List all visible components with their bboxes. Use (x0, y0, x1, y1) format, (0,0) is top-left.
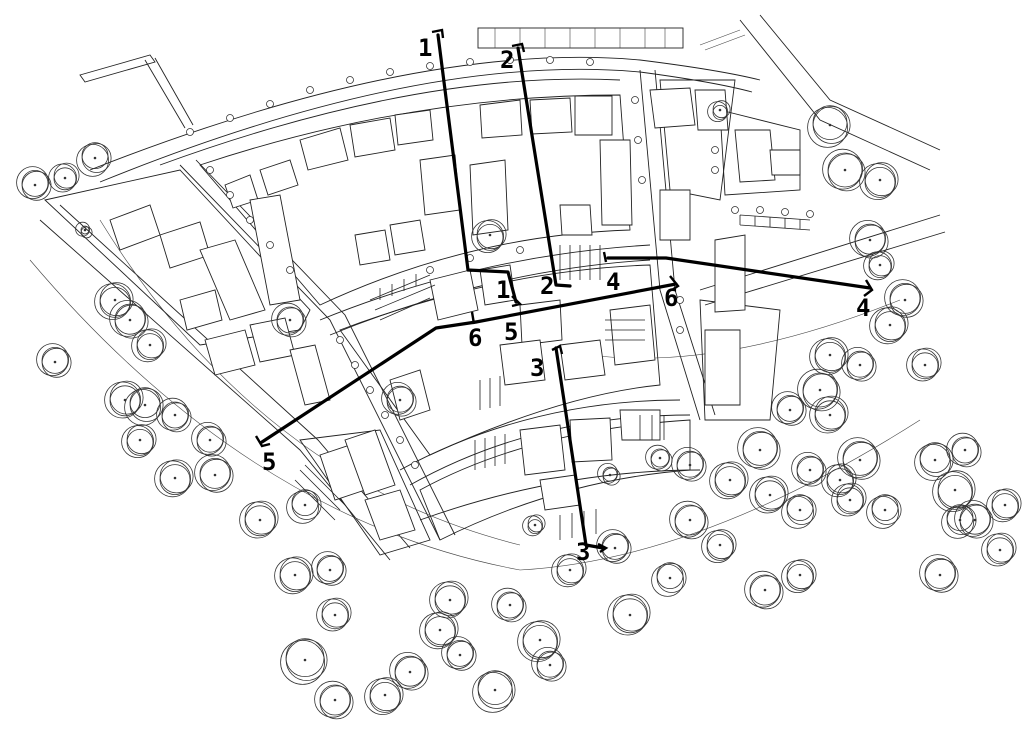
tree-icon (191, 421, 227, 457)
tree-icon (314, 680, 354, 720)
tree-icon (121, 424, 157, 459)
tree-icon (156, 397, 192, 433)
section-marker-3b: 3 (576, 538, 590, 566)
tree-icon (831, 482, 867, 517)
tree-icon (737, 427, 781, 470)
tree-icon (429, 580, 469, 619)
tree-icon (381, 381, 417, 417)
block-outlines (44, 79, 801, 556)
section-line-2 (516, 46, 572, 288)
tree-icon (744, 570, 784, 610)
tree-icon (841, 346, 877, 382)
street-bollards (186, 56, 814, 469)
section-marker-5a: 5 (262, 448, 276, 476)
tree-canopies (16, 100, 1022, 720)
tree-icon (531, 647, 567, 682)
tree-icon (517, 620, 561, 662)
tree-icon (16, 166, 52, 201)
buildings (109, 27, 801, 541)
tree-icon (791, 451, 827, 487)
tree-icon (274, 556, 314, 595)
tree-icon (441, 636, 477, 671)
tree-icon (471, 219, 507, 254)
section-marker-6a: 6 (468, 324, 482, 352)
section-marker-5b: 5 (504, 318, 518, 346)
section-marker-1a: 1 (418, 34, 432, 62)
tree-icon (154, 459, 194, 498)
tree-icon (914, 442, 954, 481)
section-line-5 (260, 320, 478, 444)
tree-icon (946, 432, 982, 468)
section-marker-3a: 3 (530, 354, 544, 382)
tree-icon (701, 529, 737, 563)
tree-icon (522, 514, 546, 537)
tree-icon (76, 142, 112, 177)
tree-icon (869, 306, 909, 345)
tree-icon (781, 494, 817, 529)
tree-icon (645, 444, 673, 472)
tree-icon (36, 343, 72, 378)
tree-icon (859, 162, 899, 201)
section-line-4 (606, 256, 872, 290)
tree-icon (906, 347, 942, 382)
tree-icon (919, 554, 959, 593)
tree-icon (239, 500, 279, 539)
tree-icon (822, 148, 866, 192)
tree-icon (651, 562, 687, 597)
tree-icon (884, 279, 924, 318)
tree-icon (797, 368, 841, 412)
section-line-1 (436, 33, 518, 304)
tree-icon (809, 395, 849, 434)
section-line-6 (474, 282, 678, 324)
tree-icon (94, 282, 134, 321)
tree-icon (671, 446, 707, 482)
section-line-3 (554, 346, 605, 550)
tree-icon (271, 302, 307, 338)
tree-icon (131, 328, 167, 363)
section-marker-2b: 2 (540, 272, 554, 300)
tree-icon (771, 391, 807, 426)
tree-icon (48, 162, 80, 193)
section-marker-4a: 4 (606, 268, 620, 296)
tree-icon (781, 559, 817, 593)
tree-icon (607, 593, 651, 636)
tree-icon (863, 250, 895, 281)
tree-icon (707, 100, 731, 122)
section-marker-2a: 2 (500, 46, 514, 74)
tree-icon (809, 337, 849, 376)
section-marker-6b: 6 (664, 284, 678, 312)
tree-icon (280, 638, 328, 685)
tree-icon (316, 597, 352, 632)
tree-icon (941, 504, 977, 539)
tree-icon (389, 652, 429, 691)
tree-icon (837, 437, 881, 480)
tree-icon (364, 677, 404, 715)
section-lines (254, 28, 874, 553)
section-labels: 1 1 2 2 3 3 4 4 5 5 6 6 (262, 34, 870, 566)
tree-icon (491, 587, 527, 623)
tree-icon (821, 463, 857, 498)
tree-icon (749, 475, 789, 514)
tree-icon (194, 454, 234, 493)
tree-icon (709, 461, 749, 500)
tree-icon (551, 553, 587, 588)
tree-icon (866, 494, 902, 529)
tree-icon (311, 551, 347, 586)
tree-icon (104, 380, 144, 419)
tree-icon (597, 462, 621, 486)
section-marker-1b: 1 (496, 276, 510, 304)
tree-icon (286, 489, 322, 524)
tree-icon (75, 221, 93, 239)
tree-icon (124, 387, 164, 426)
tree-icon (109, 299, 149, 339)
parking-stalls (294, 214, 811, 540)
tree-icon (807, 105, 851, 148)
tree-icon (981, 532, 1017, 567)
tree-icon (669, 500, 709, 540)
tree-icon (986, 488, 1022, 523)
tree-icon (932, 470, 976, 513)
tree-icon (472, 670, 516, 713)
section-marker-4b: 4 (856, 294, 870, 322)
